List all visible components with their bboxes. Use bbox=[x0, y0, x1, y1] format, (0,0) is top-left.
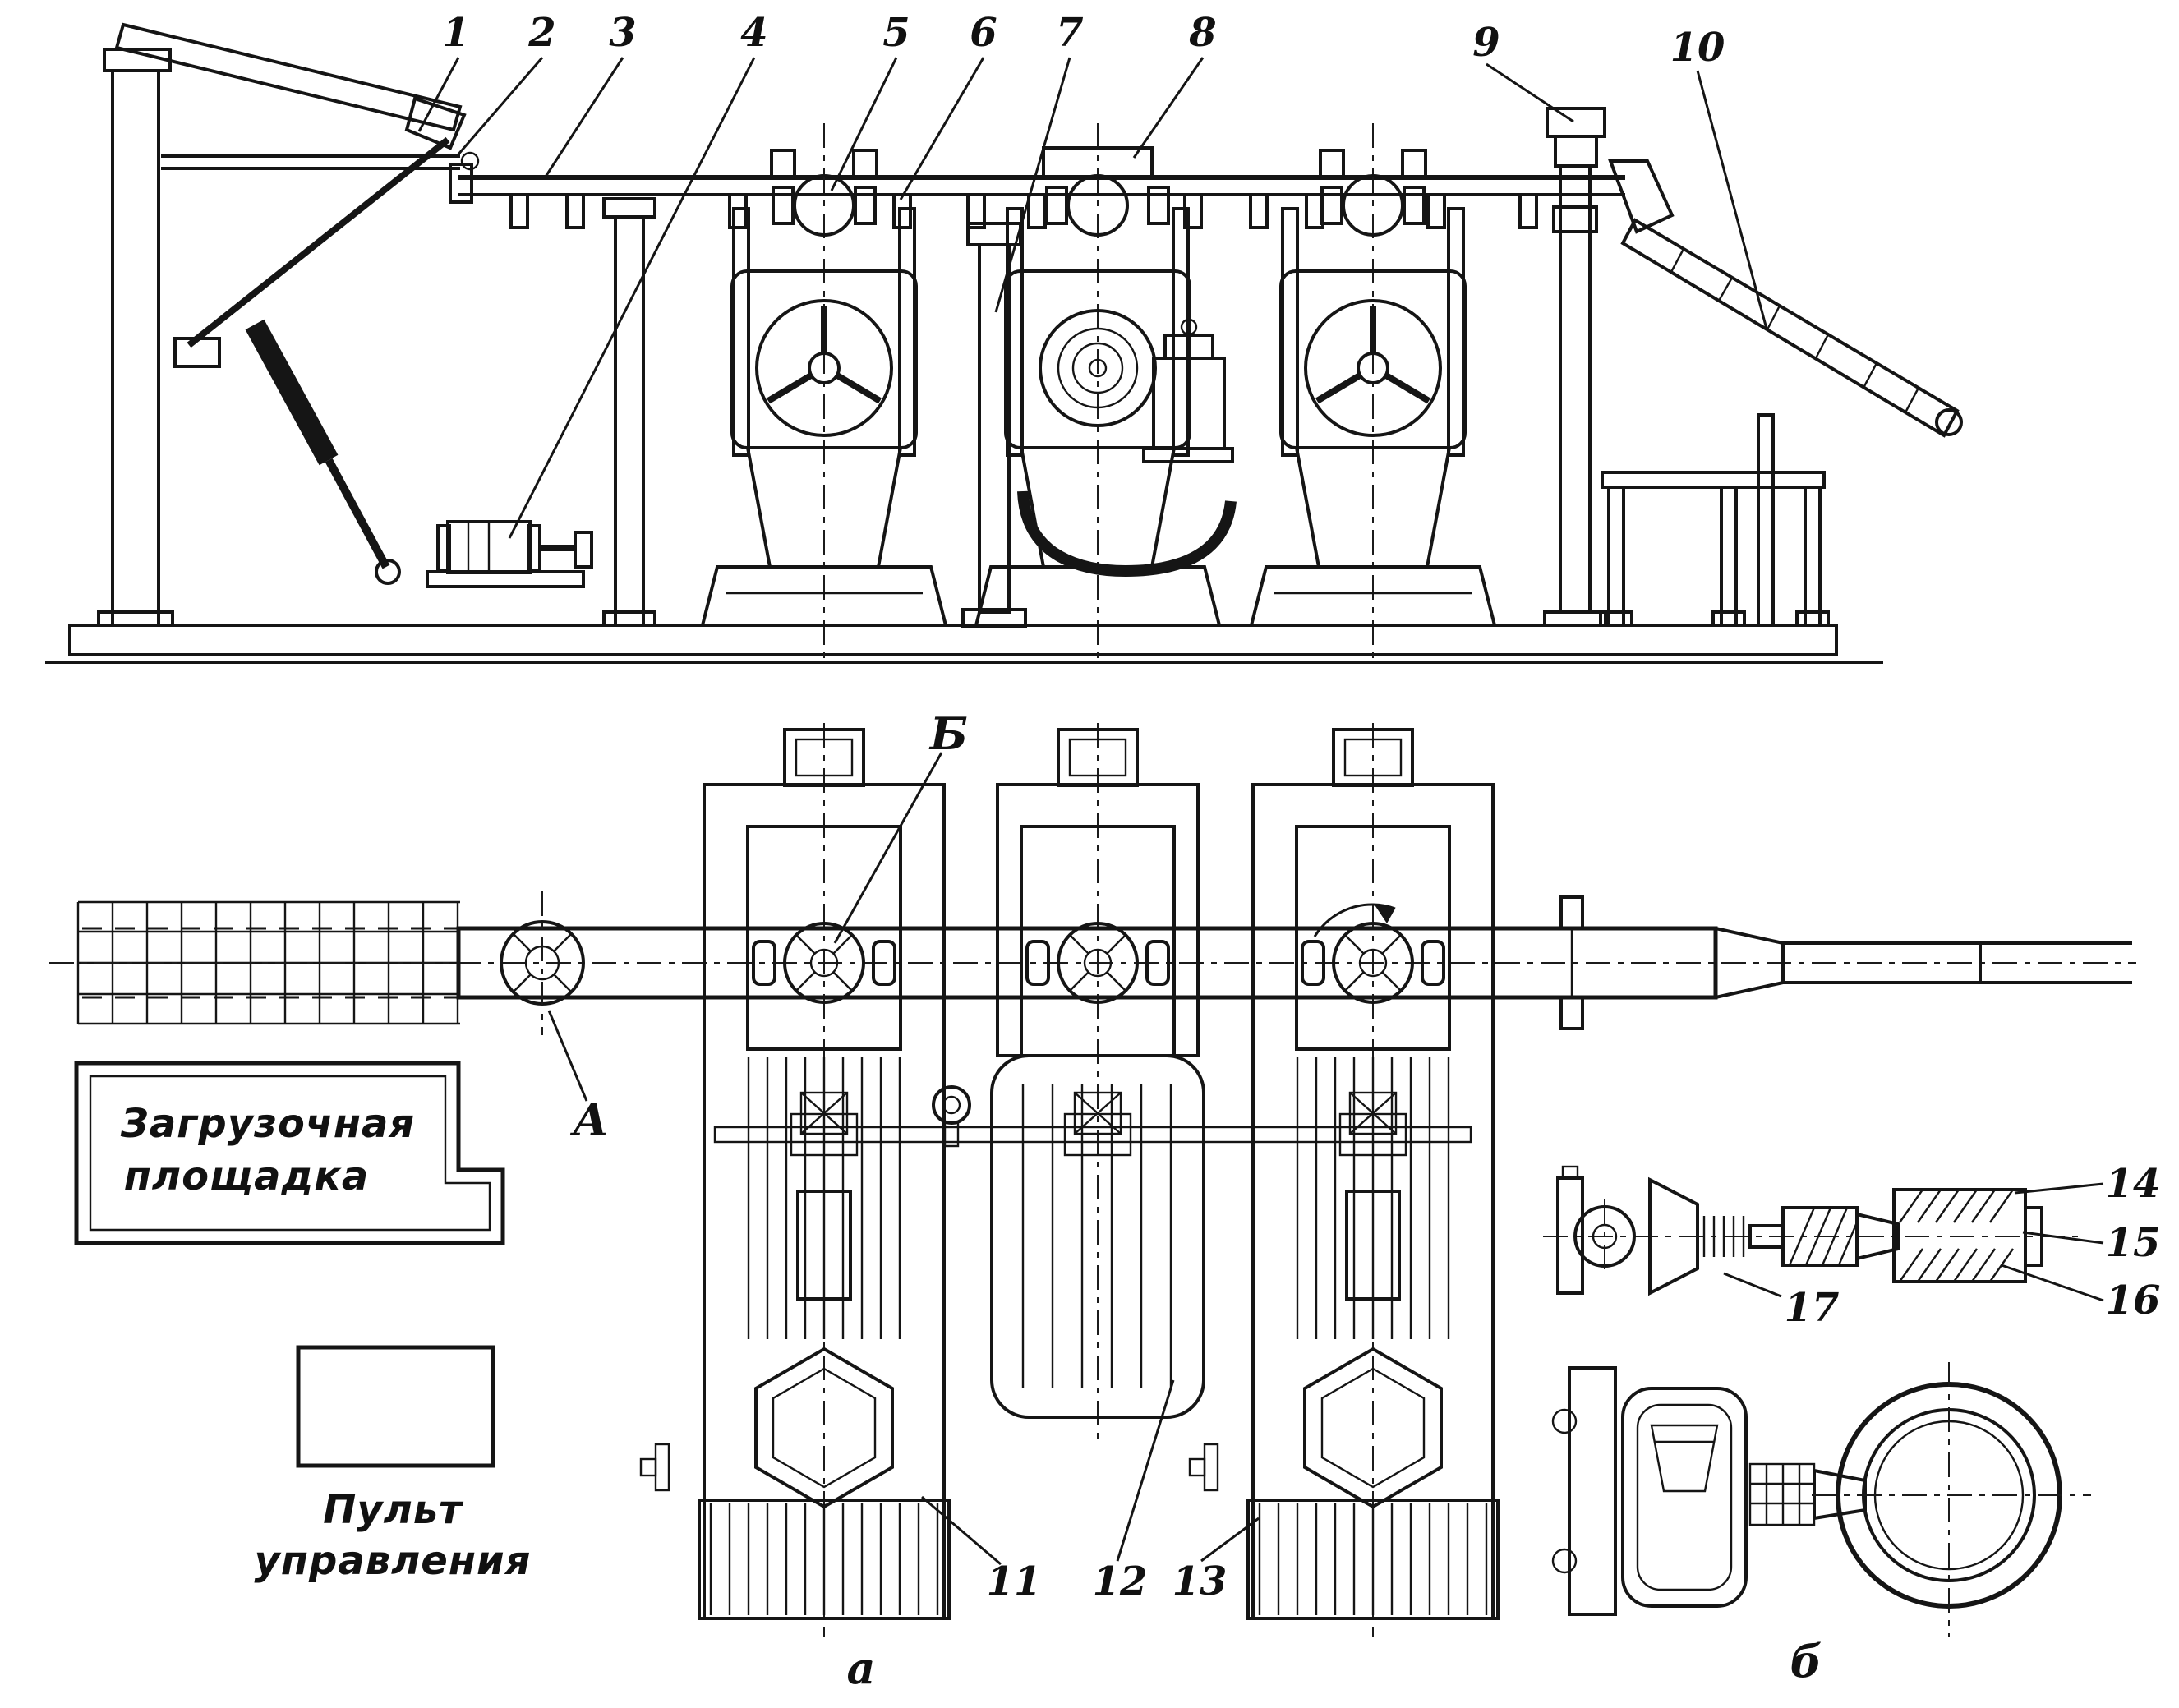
discharge-ramp bbox=[1599, 159, 1963, 627]
section-label-b: Б bbox=[929, 707, 969, 760]
callout-7: 7 bbox=[1056, 10, 1084, 56]
loading-area-label-line2: площадка bbox=[123, 1153, 370, 1199]
leader-lines bbox=[417, 57, 2104, 1566]
support-columns bbox=[602, 107, 1607, 628]
callout-5: 5 bbox=[882, 10, 910, 56]
pusher-drive bbox=[426, 520, 593, 588]
section-label-a: А bbox=[573, 1093, 609, 1146]
callout-9: 9 bbox=[1472, 20, 1500, 66]
callout-13: 13 bbox=[1172, 1558, 1228, 1604]
side-elevation-view bbox=[45, 22, 1963, 664]
plan-view bbox=[49, 721, 2136, 1638]
mill-stand-3-plan bbox=[1246, 721, 1500, 1638]
control-panel-label-line2: управления bbox=[254, 1538, 532, 1584]
detail-b-lower bbox=[1551, 1362, 2091, 1637]
callout-14: 14 bbox=[2105, 1161, 2161, 1207]
callout-11: 11 bbox=[986, 1558, 1042, 1604]
callout-3: 3 bbox=[609, 10, 637, 56]
mill-stand-2-side bbox=[974, 123, 1237, 659]
mill-stand-1-plan bbox=[698, 721, 951, 1638]
callout-17: 17 bbox=[1784, 1285, 1840, 1331]
loading-area-label-line1: Загрузочная bbox=[120, 1101, 416, 1147]
control-panel-box bbox=[296, 1345, 495, 1468]
callout-16: 16 bbox=[2105, 1278, 2161, 1324]
control-panel-label-line1: Пульт bbox=[323, 1487, 463, 1533]
loading-area-box bbox=[74, 1061, 505, 1245]
adjusting-rod bbox=[639, 1085, 1472, 1492]
callout-10: 10 bbox=[1670, 25, 1725, 71]
callout-2: 2 bbox=[528, 10, 556, 56]
callout-12: 12 bbox=[1092, 1558, 1148, 1604]
machine-bed bbox=[68, 624, 1838, 656]
detail-b-upper bbox=[1543, 1165, 2080, 1296]
mill-stand-3-side bbox=[1251, 123, 1495, 659]
callout-8: 8 bbox=[1189, 10, 1217, 56]
callout-6: 6 bbox=[970, 10, 997, 56]
callout-15: 15 bbox=[2105, 1220, 2161, 1266]
mill-stand-2-plan bbox=[990, 723, 1205, 1446]
rolled-bar bbox=[456, 895, 2132, 1030]
view-label-detail: б bbox=[1790, 1635, 1822, 1687]
loading-ramp bbox=[97, 22, 480, 627]
view-label-plan: а bbox=[846, 1641, 876, 1694]
shaft-couplings bbox=[500, 891, 1445, 1035]
callout-1: 1 bbox=[442, 10, 470, 56]
callout-4: 4 bbox=[740, 10, 768, 56]
